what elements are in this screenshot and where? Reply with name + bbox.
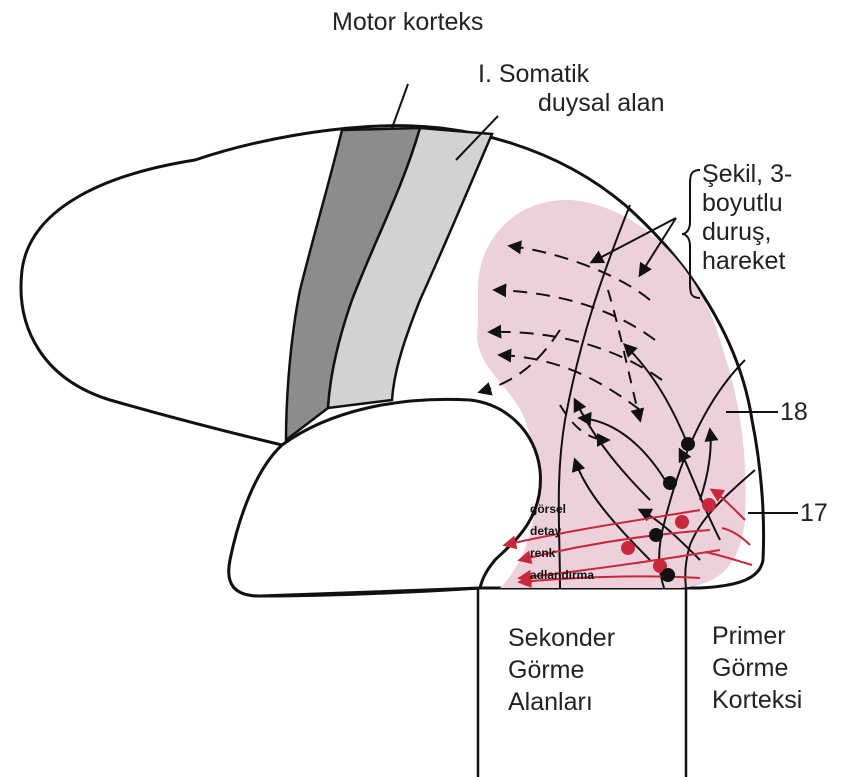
shape-line: duruş, xyxy=(702,218,792,247)
detail-line: renk xyxy=(530,542,594,564)
somatic-line: duysal alan xyxy=(478,89,664,118)
detail-line: detay xyxy=(530,520,594,542)
primary-line: Primer xyxy=(712,620,802,652)
neuron-dot xyxy=(663,476,677,490)
shape-3d-label: Şekil, 3- boyutlu duruş, hareket xyxy=(702,160,792,276)
somatic-line: I. Somatik xyxy=(478,60,664,89)
neuron-dot xyxy=(681,437,695,451)
shape-line: Şekil, 3- xyxy=(702,160,792,189)
primary-line: Korteksi xyxy=(712,684,802,716)
secondary-line: Sekonder xyxy=(508,622,615,654)
area-17-label: 17 xyxy=(800,499,828,528)
secondary-line: Görme xyxy=(508,654,615,686)
neuron-dot xyxy=(621,541,635,555)
neuron-dot xyxy=(649,528,663,542)
secondary-visual-label: Sekonder Görme Alanları xyxy=(508,622,615,718)
primary-visual-label: Primer Görme Korteksi xyxy=(712,620,802,716)
neuron-dot xyxy=(675,515,689,529)
neuron-dot xyxy=(702,498,716,512)
detail-line: görsel xyxy=(530,498,594,520)
motor-leader-line xyxy=(392,84,408,128)
motor-cortex-label: Motor korteks xyxy=(332,8,483,37)
shape-line: boyutlu xyxy=(702,189,792,218)
secondary-line: Alanları xyxy=(508,686,615,718)
detail-line: adlandırma xyxy=(530,564,594,586)
area-18-label: 18 xyxy=(780,398,808,427)
shape-line: hareket xyxy=(702,247,792,276)
primary-line: Görme xyxy=(712,652,802,684)
neuron-dot xyxy=(661,568,675,582)
visual-details-label: görsel detay renk adlandırma xyxy=(530,498,594,586)
somatic-area-label: I. Somatik duysal alan xyxy=(478,60,664,118)
